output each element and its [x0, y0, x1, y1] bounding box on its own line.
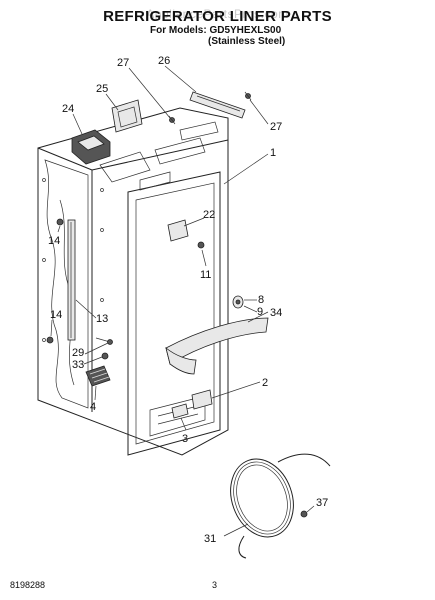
screw-14-b — [46, 336, 54, 344]
part-22-bracket — [167, 219, 189, 242]
watermark-text: AppliancePartsPros.com — [146, 7, 289, 21]
variant-label: (Stainless Steel) — [208, 36, 286, 47]
callout-33: 33 — [72, 359, 84, 371]
callout-3: 3 — [182, 433, 188, 445]
callout-8: 8 — [258, 294, 264, 306]
callout-11: 11 — [200, 269, 211, 281]
callout-34: 34 — [270, 307, 282, 319]
screw-11 — [197, 241, 205, 249]
part-25-bracket — [111, 99, 143, 133]
callout-37: 37 — [316, 497, 328, 509]
callout-2: 2 — [262, 377, 268, 389]
part-33 — [101, 352, 109, 360]
part-34-cover — [165, 317, 269, 375]
screw-27-b — [244, 91, 252, 101]
screw-14-a — [56, 218, 64, 226]
callout-4: 4 — [90, 401, 96, 413]
part-26-rail — [189, 91, 246, 119]
part-13-rail — [67, 219, 76, 341]
screw-37 — [300, 510, 308, 518]
callout-13: 13 — [96, 313, 108, 325]
callout-27-top-left: 27 — [117, 57, 129, 69]
callout-14-upper: 14 — [48, 235, 60, 247]
callout-24: 24 — [62, 103, 74, 115]
part-24-module — [71, 129, 111, 165]
part-8-9 — [232, 295, 244, 309]
models-label: For Models: — [150, 25, 207, 36]
part-31-tube-coil — [230, 453, 331, 559]
models-line: For Models: GD5YHEXLS00 — [150, 25, 281, 36]
callout-labels: 27 26 25 24 27 1 22 14 11 8 9 34 13 14 2… — [48, 55, 328, 545]
part-4-vent — [85, 365, 111, 387]
callout-1: 1 — [270, 147, 276, 159]
page-title: REFRIGERATOR LINER PARTS — [103, 8, 332, 25]
part-29 — [95, 337, 113, 345]
callout-22: 22 — [203, 209, 215, 221]
callout-25: 25 — [96, 83, 108, 95]
liner-body — [37, 107, 229, 456]
callout-31: 31 — [204, 533, 216, 545]
screw-27-a — [168, 115, 176, 125]
callout-9: 9 — [257, 306, 263, 318]
callout-29: 29 — [72, 347, 84, 359]
callout-14-lower: 14 — [50, 309, 62, 321]
leader-lines — [50, 65, 315, 537]
callout-27-right: 27 — [270, 121, 282, 133]
part-3 — [171, 403, 189, 419]
model-number: GD5YHEXLS00 — [209, 25, 282, 36]
callout-26: 26 — [158, 55, 170, 67]
document-number: 8198288 — [10, 580, 46, 590]
part-2-clip — [191, 389, 213, 410]
page-number: 3 — [212, 580, 218, 590]
